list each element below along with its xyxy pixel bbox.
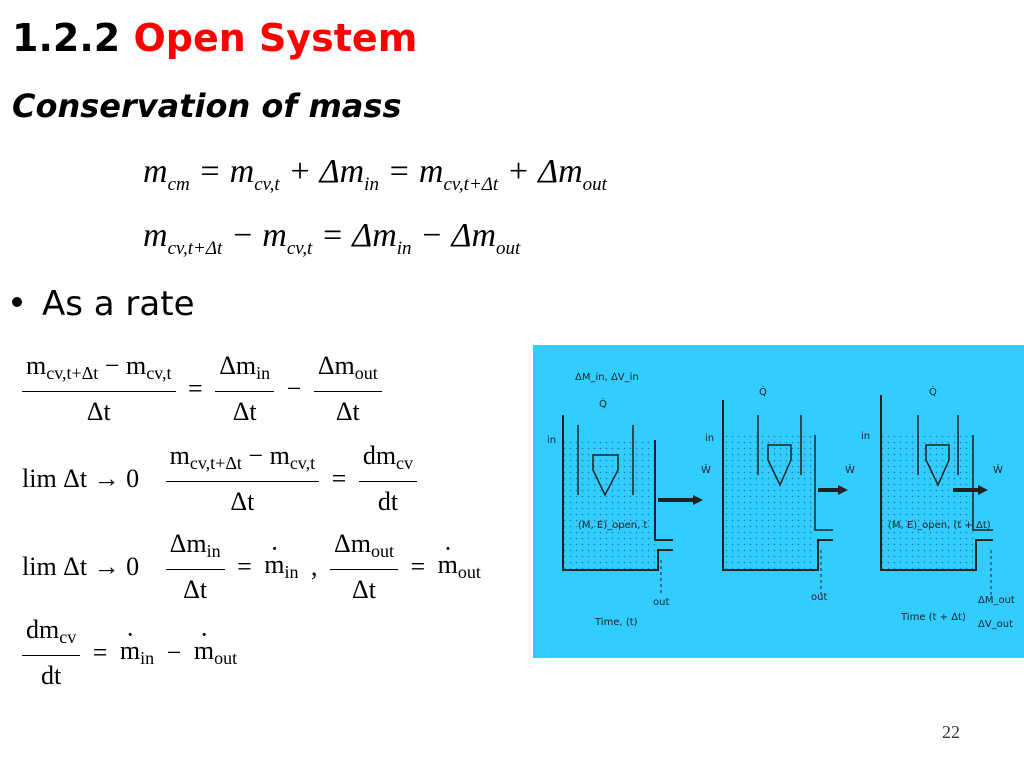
slide-title: 1.2.2 Open System xyxy=(12,14,417,62)
rate-equation-1: mcv,t+Δt − mcv,t Δt = Δmin Δt − Δmout Δt xyxy=(22,350,382,428)
label-w-dot-1: Ẇ xyxy=(701,463,711,476)
fraction: mcv,t+Δt − mcv,t Δt xyxy=(22,350,176,428)
label-w-dot-3: Ẇ xyxy=(993,463,1003,476)
label-state-2: (M, E)_open, (t + Δt) xyxy=(888,520,991,531)
rate-equation-3: lim Δt → 0 Δmin Δt = min , Δmout Δt = mo… xyxy=(22,528,481,606)
bullet-dot xyxy=(12,296,22,307)
subtitle: Conservation of mass xyxy=(12,87,402,125)
label-in-1: in xyxy=(547,435,556,446)
equation-1: mcm = mcv,t + Δmin = mcv,t+Δt + Δmout xyxy=(143,152,607,205)
equation-2: mcv,t+Δt − mcv,t = Δmin − Δmout xyxy=(143,216,520,269)
fraction: dmcv dt xyxy=(22,614,81,692)
equation-1-text: mcm = mcv,t + Δmin = mcv,t+Δt + Δmout xyxy=(143,153,607,195)
figure-drawing: ΔM_in, ΔV_in Q̇ Q̇ Q̇ in in in Ẇ Ẇ Ẇ (M,… xyxy=(547,372,1015,630)
label-dm-out: ΔM_out xyxy=(978,595,1015,606)
page-number: 22 xyxy=(942,722,960,742)
section-title: Open System xyxy=(133,16,418,60)
rate-equation-2: lim Δt → 0 mcv,t+Δt − mcv,t Δt = dmcv dt xyxy=(22,440,418,518)
label-q-dot-3: Q̇ xyxy=(929,385,937,398)
label-in-3: in xyxy=(861,431,870,442)
label-out-2: out xyxy=(811,592,827,603)
label-top-left: ΔM_in, ΔV_in xyxy=(575,372,639,383)
tank-3 xyxy=(880,395,993,595)
tank-1 xyxy=(562,415,703,595)
fraction: Δmout Δt xyxy=(313,350,382,428)
fraction: dmcv dt xyxy=(358,440,418,518)
label-time-1: Time, (t) xyxy=(594,617,638,628)
fraction: Δmout Δt xyxy=(330,528,398,606)
section-number: 1.2.2 xyxy=(12,16,121,60)
label-out-1: out xyxy=(653,597,669,608)
control-volume-figure: ΔM_in, ΔV_in Q̇ Q̇ Q̇ in in in Ẇ Ẇ Ẇ (M,… xyxy=(533,345,1024,658)
label-w-dot-2: Ẇ xyxy=(845,463,855,476)
rate-equation-4: dmcv dt = min − mout xyxy=(22,614,237,692)
tank-2 xyxy=(722,400,848,595)
fraction: Δmin Δt xyxy=(165,528,225,606)
label-q-dot-1: Q̇ xyxy=(599,397,607,410)
bullet-item: As a rate xyxy=(12,282,195,326)
fraction: Δmin Δt xyxy=(215,350,275,428)
label-q-dot-2: Q̇ xyxy=(759,385,767,398)
equation-2-text: mcv,t+Δt − mcv,t = Δmin − Δmout xyxy=(143,217,521,259)
bullet-text: As a rate xyxy=(42,284,195,324)
label-in-2: in xyxy=(705,433,714,444)
label-dv-out: ΔV_out xyxy=(978,619,1013,630)
label-state-1: (M, E)_open, t xyxy=(578,520,647,531)
fraction: mcv,t+Δt − mcv,t Δt xyxy=(165,440,320,518)
label-time-2: Time (t + Δt) xyxy=(900,612,966,623)
